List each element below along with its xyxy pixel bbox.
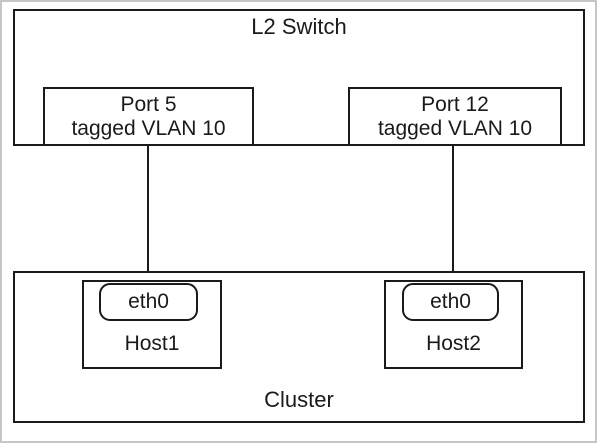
l2-switch-title: L2 Switch — [251, 14, 347, 39]
cluster-label: Cluster — [264, 387, 334, 412]
port-12-box: Port 12 tagged VLAN 10 — [348, 87, 562, 146]
host2-label: Host2 — [426, 332, 481, 355]
link-port12-to-host2-eth0 — [452, 144, 454, 285]
host2-eth0-interface-box: eth0 — [402, 283, 499, 321]
port-5-name: Port 5 — [120, 93, 177, 116]
host1-eth0-label: eth0 — [128, 290, 169, 313]
host1-eth0-interface-box: eth0 — [99, 283, 198, 321]
port-5-vlan: tagged VLAN 10 — [71, 117, 226, 140]
port-12-vlan: tagged VLAN 10 — [377, 117, 533, 140]
host1-label: Host1 — [124, 332, 180, 355]
link-port5-to-host1-eth0 — [147, 144, 149, 285]
host2-eth0-label: eth0 — [430, 290, 471, 313]
port-12-name: Port 12 — [421, 93, 489, 116]
port-5-box: Port 5 tagged VLAN 10 — [43, 87, 254, 146]
